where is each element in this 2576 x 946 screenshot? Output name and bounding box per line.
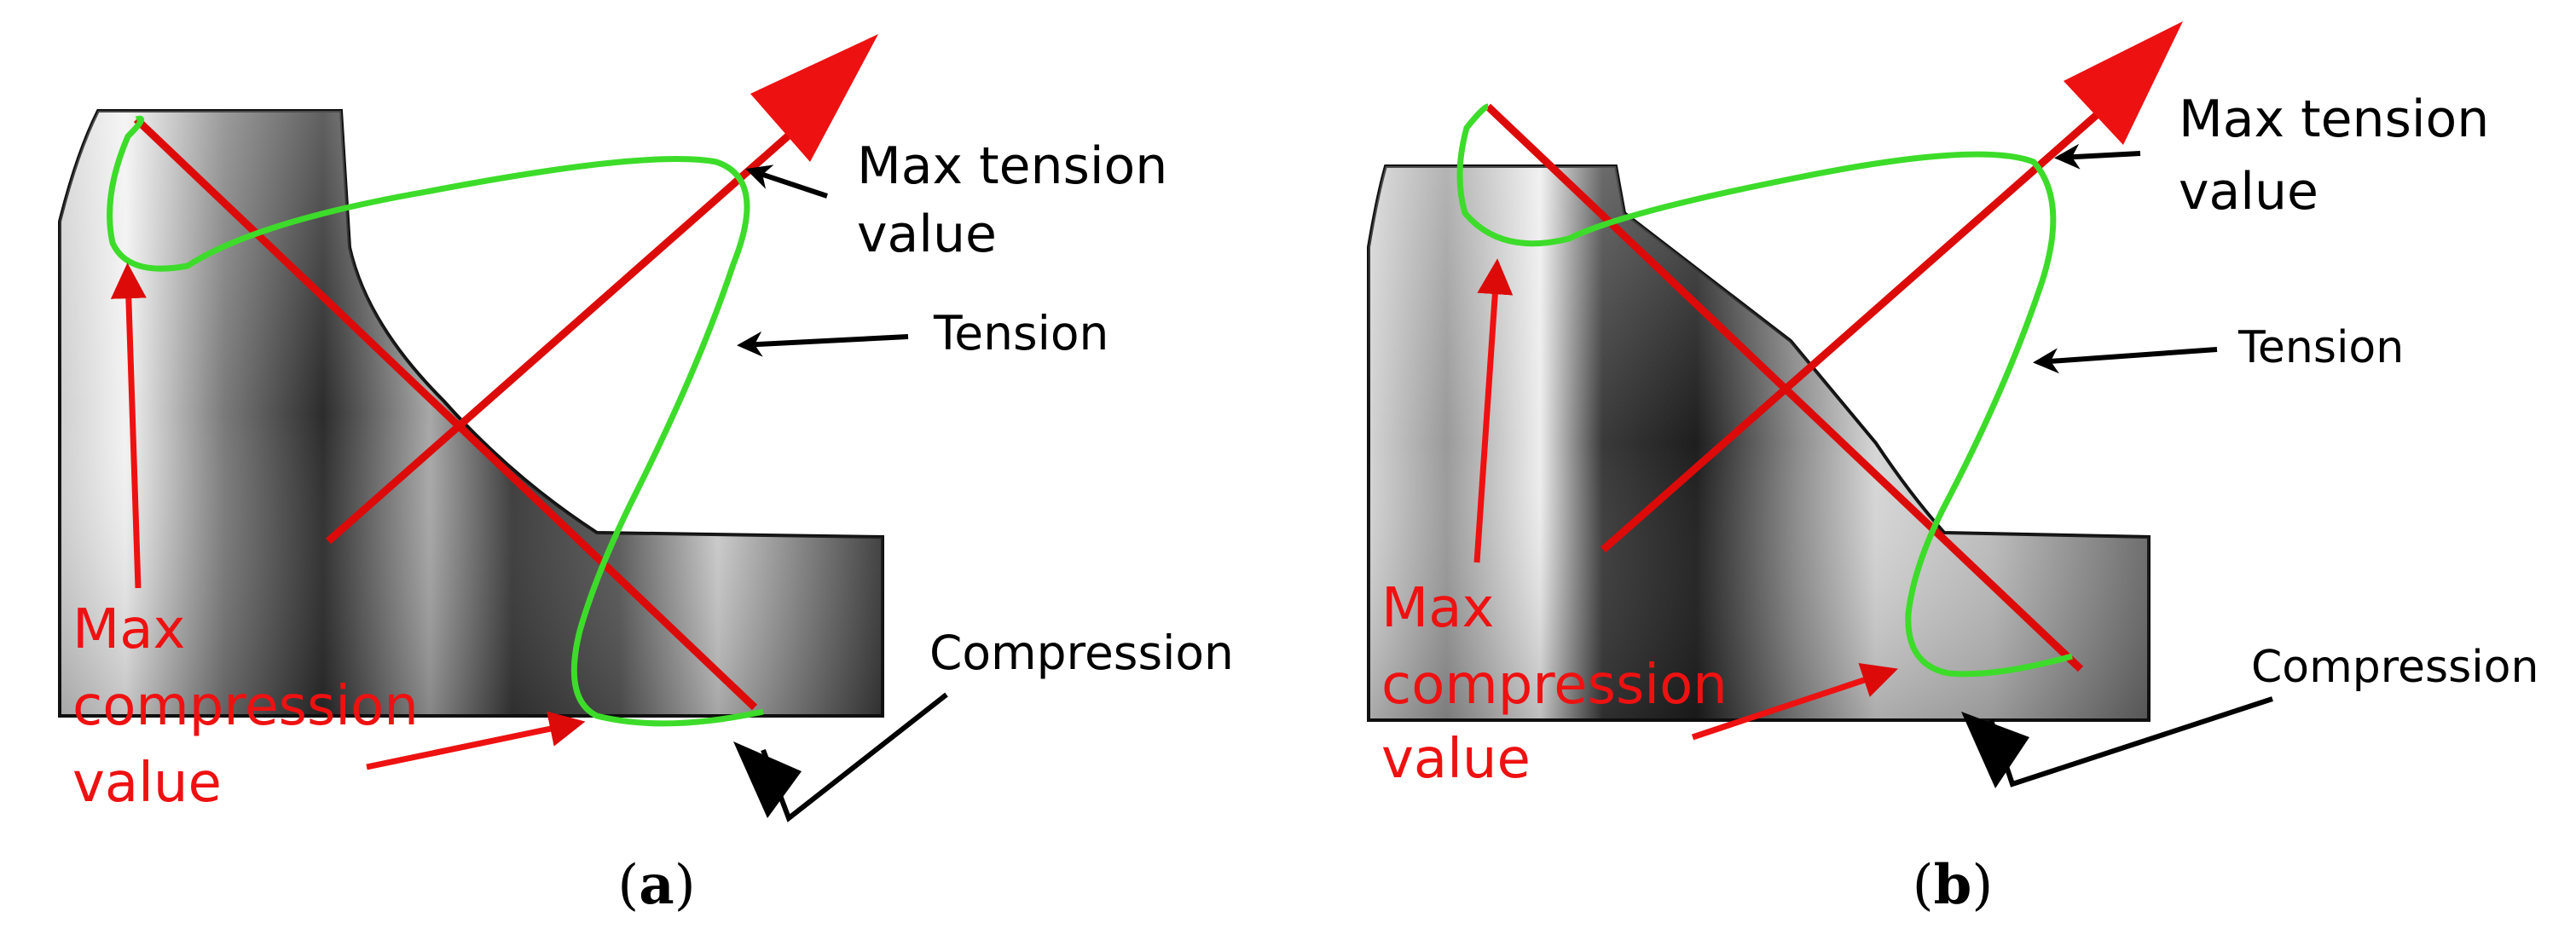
red-axis-arrow-a xyxy=(326,124,800,545)
red-arrowhead-b xyxy=(2064,21,2183,145)
tension-pointer-b xyxy=(2033,347,2218,374)
compression-arrowhead-b xyxy=(1961,712,2029,788)
max-compression-label-a-line1: Max xyxy=(72,598,185,661)
compression-label-b: Compression xyxy=(2251,642,2538,693)
tension-pointer-a xyxy=(737,331,909,357)
red-axis-arrow-b xyxy=(1601,103,2109,553)
caption-b: (b) xyxy=(1913,853,1994,917)
red-diagonal-line-a xyxy=(133,116,758,711)
max-compression-horizontal-arrow-b xyxy=(1691,663,1898,741)
max-tension-pointer-a xyxy=(745,164,828,199)
tension-label-a: Tension xyxy=(933,306,1109,361)
max-compression-vertical-arrow-b xyxy=(1473,258,1514,563)
max-compression-label-b-line1: Max xyxy=(1381,577,1494,640)
max-tension-label-a-line1: Max tension xyxy=(857,136,1167,196)
tension-label-b: Tension xyxy=(2237,322,2404,373)
max-compression-label-a-line2: compression xyxy=(72,675,419,738)
red-arrowhead-a xyxy=(750,34,878,162)
stress-profile-curve-a xyxy=(107,115,764,727)
max-compression-label-b-line2: compression xyxy=(1381,654,1728,717)
max-tension-label-b-line2: value xyxy=(2179,162,2318,222)
stress-profile-curve-b xyxy=(1456,103,2073,678)
max-compression-vertical-arrow-a xyxy=(110,262,147,589)
max-tension-pointer-b xyxy=(2054,143,2141,170)
max-tension-label-a-line2: value xyxy=(857,205,997,264)
panel-a: Max tension value Tension Compression Ma… xyxy=(58,34,1234,917)
caption-a: (a) xyxy=(617,853,695,917)
max-compression-label-a-line3: value xyxy=(72,752,222,815)
compression-arrowhead-a xyxy=(733,741,802,818)
max-compression-label-b-line3: value xyxy=(1381,728,1531,791)
max-tension-label-b-line1: Max tension xyxy=(2179,89,2489,149)
max-compression-horizontal-arrow-a xyxy=(366,711,586,770)
panel-b: Max tension value Tension Compression Ma… xyxy=(1367,21,2538,917)
compression-label-a: Compression xyxy=(929,626,1234,680)
